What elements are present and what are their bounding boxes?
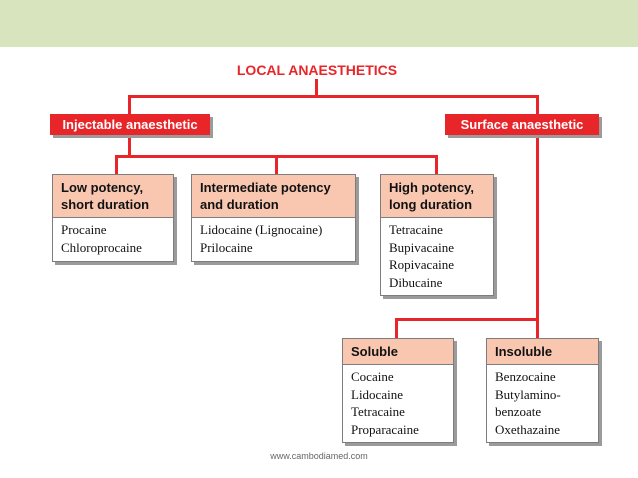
footer-watermark: www.cambodiamed.com xyxy=(270,451,368,461)
connector-injectable-stem xyxy=(128,95,131,114)
heading-line: Low potency, xyxy=(61,180,144,195)
top-band xyxy=(0,0,638,47)
low-potency-card: Low potency, short duration Procaine Chl… xyxy=(52,174,174,262)
connector-title-stem xyxy=(315,79,318,97)
drug-item: Proparacaine xyxy=(351,421,419,437)
soluble-card: Soluble Cocaine Lidocaine Tetracaine Pro… xyxy=(342,338,454,443)
drug-item: Ropivacaine xyxy=(389,257,454,272)
drug-item: benzoate xyxy=(495,404,542,419)
drug-item: Bupivacaine xyxy=(389,239,454,255)
diagram-title: LOCAL ANAESTHETICS xyxy=(236,62,398,78)
card-heading: Low potency, short duration xyxy=(53,175,173,218)
heading-line: Soluble xyxy=(351,344,398,359)
heading-line: long duration xyxy=(389,197,473,212)
drug-item: Prilocaine xyxy=(200,239,253,255)
drug-list: Cocaine Lidocaine Tetracaine Proparacain… xyxy=(343,365,453,440)
drug-item: Cocaine xyxy=(351,369,394,384)
drug-item: Chloroprocaine xyxy=(61,239,142,255)
card-heading: High potency, long duration xyxy=(381,175,493,218)
heading-line: short duration xyxy=(61,197,150,212)
injectable-anaesthetic-box: Injectable anaesthetic xyxy=(50,114,210,135)
connector-low-stem xyxy=(115,155,118,174)
drug-item: Benzocaine xyxy=(495,369,556,384)
drug-item: Procaine xyxy=(61,222,107,237)
drug-item: Lidocaine (Lignocaine) xyxy=(200,222,323,237)
drug-item: Butylamino- xyxy=(495,386,561,402)
surface-anaesthetic-box: Surface anaesthetic xyxy=(445,114,599,135)
drug-list: Procaine Chloroprocaine xyxy=(53,218,173,258)
insoluble-card: Insoluble Benzocaine Butylamino- benzoat… xyxy=(486,338,599,443)
connector-injectable-down xyxy=(128,136,131,157)
connector-top-bar xyxy=(128,95,539,98)
drug-item: Oxethazaine xyxy=(495,421,560,437)
card-heading: Insoluble xyxy=(487,339,598,365)
drug-item: Tetracaine xyxy=(351,404,405,419)
drug-item: Tetracaine xyxy=(389,222,443,237)
connector-solubility-bar xyxy=(395,318,539,321)
heading-line: High potency, xyxy=(389,180,474,195)
connector-soluble-stem xyxy=(395,318,398,338)
card-heading: Intermediate potency and duration xyxy=(192,175,355,218)
drug-item: Lidocaine xyxy=(351,386,403,402)
drug-list: Tetracaine Bupivacaine Ropivacaine Dibuc… xyxy=(381,218,493,293)
connector-surface-down xyxy=(536,136,539,321)
intermediate-potency-card: Intermediate potency and duration Lidoca… xyxy=(191,174,356,262)
drug-item: Dibucaine xyxy=(389,274,443,290)
connector-high-stem xyxy=(435,155,438,174)
drug-list: Lidocaine (Lignocaine) Prilocaine xyxy=(192,218,355,258)
high-potency-card: High potency, long duration Tetracaine B… xyxy=(380,174,494,296)
card-heading: Soluble xyxy=(343,339,453,365)
heading-line: Insoluble xyxy=(495,344,553,359)
heading-line: Intermediate potency xyxy=(200,180,331,195)
connector-intermediate-stem xyxy=(275,155,278,174)
drug-list: Benzocaine Butylamino- benzoate Oxethaza… xyxy=(487,365,598,440)
connector-insoluble-stem xyxy=(536,318,539,338)
heading-line: and duration xyxy=(200,197,279,212)
connector-surface-stem xyxy=(536,95,539,114)
